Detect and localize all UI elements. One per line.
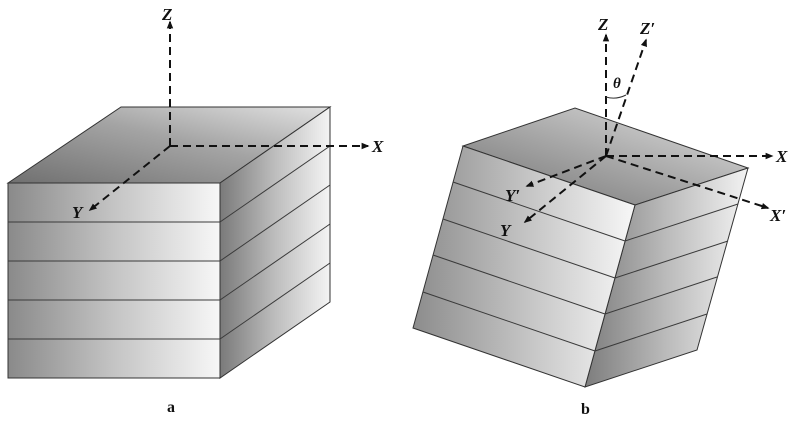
theta-angle-arc [605,94,627,99]
block-b-layer-lines [422,181,739,352]
axis-b-y-prime [525,155,607,187]
panel-a-label: a [167,399,175,416]
axis-b-x-prime-label: X′ [769,206,786,225]
panel-a: Z X Y a [6,5,384,416]
panel-b-label: b [581,401,590,418]
axis-b-y-label: Y [500,221,512,240]
axes-b [523,33,774,224]
axis-a-z-label: Z [161,5,172,24]
axis-a-x-label: X [371,137,384,156]
block-b [412,107,750,388]
block-a-layer-lines [8,145,331,340]
block-b-front-face [412,145,636,388]
axis-a-y-label: Y [72,203,84,222]
axis-b-x-label: X [775,147,788,166]
axis-b-x-prime [605,155,770,210]
panel-b: Z Z′ θ X X′ Y′ Y b [412,15,788,418]
axis-a-y [88,145,171,211]
axis-b-z-prime-label: Z′ [639,19,655,38]
block-a [6,106,332,379]
axis-b-y [523,155,607,224]
axis-b-y-prime-label: Y′ [505,186,520,205]
axis-b-z-label: Z [597,15,608,34]
theta-label: θ [613,76,621,92]
axes-a [88,20,370,211]
axis-b-z-prime [605,38,647,157]
block-a-front-face [7,182,221,379]
